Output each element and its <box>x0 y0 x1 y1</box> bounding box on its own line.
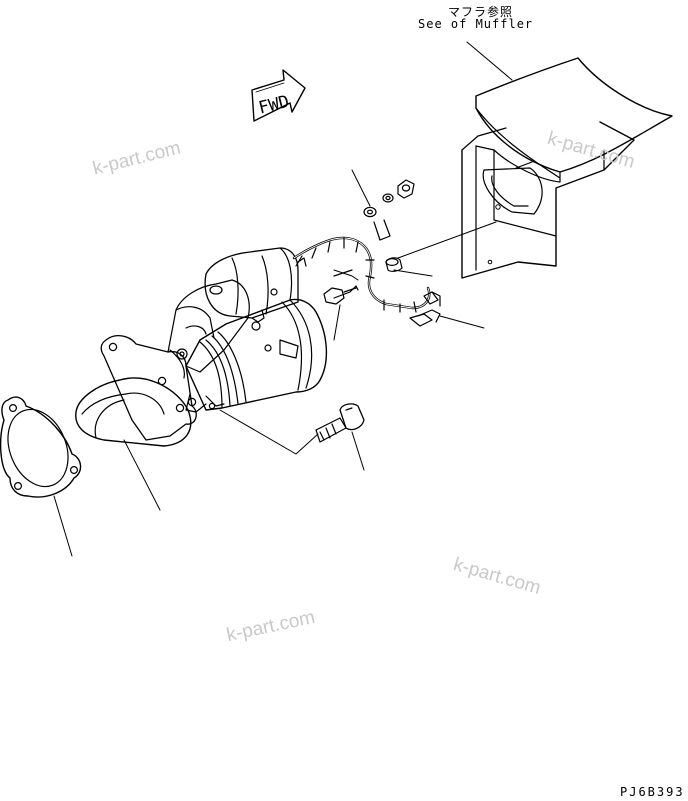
mounting-bolt <box>315 403 365 443</box>
muffler-reference-japanese: マフラ参照 <box>448 5 514 19</box>
fwd-arrow-icon: FWD <box>251 69 306 122</box>
muffler-reference-english: See of Muffler <box>418 17 534 31</box>
muffler-cover <box>475 57 673 183</box>
starting-motor <box>75 247 328 447</box>
drawing-code: PJ6B393 <box>620 785 685 799</box>
small-bolt <box>323 285 359 305</box>
fwd-arrow-label: FWD <box>257 92 292 119</box>
gasket <box>0 396 82 498</box>
fastener-stack <box>363 179 415 241</box>
muffler-bracket <box>461 121 635 279</box>
wiring-harness <box>292 236 441 327</box>
leader-lines <box>53 41 513 557</box>
